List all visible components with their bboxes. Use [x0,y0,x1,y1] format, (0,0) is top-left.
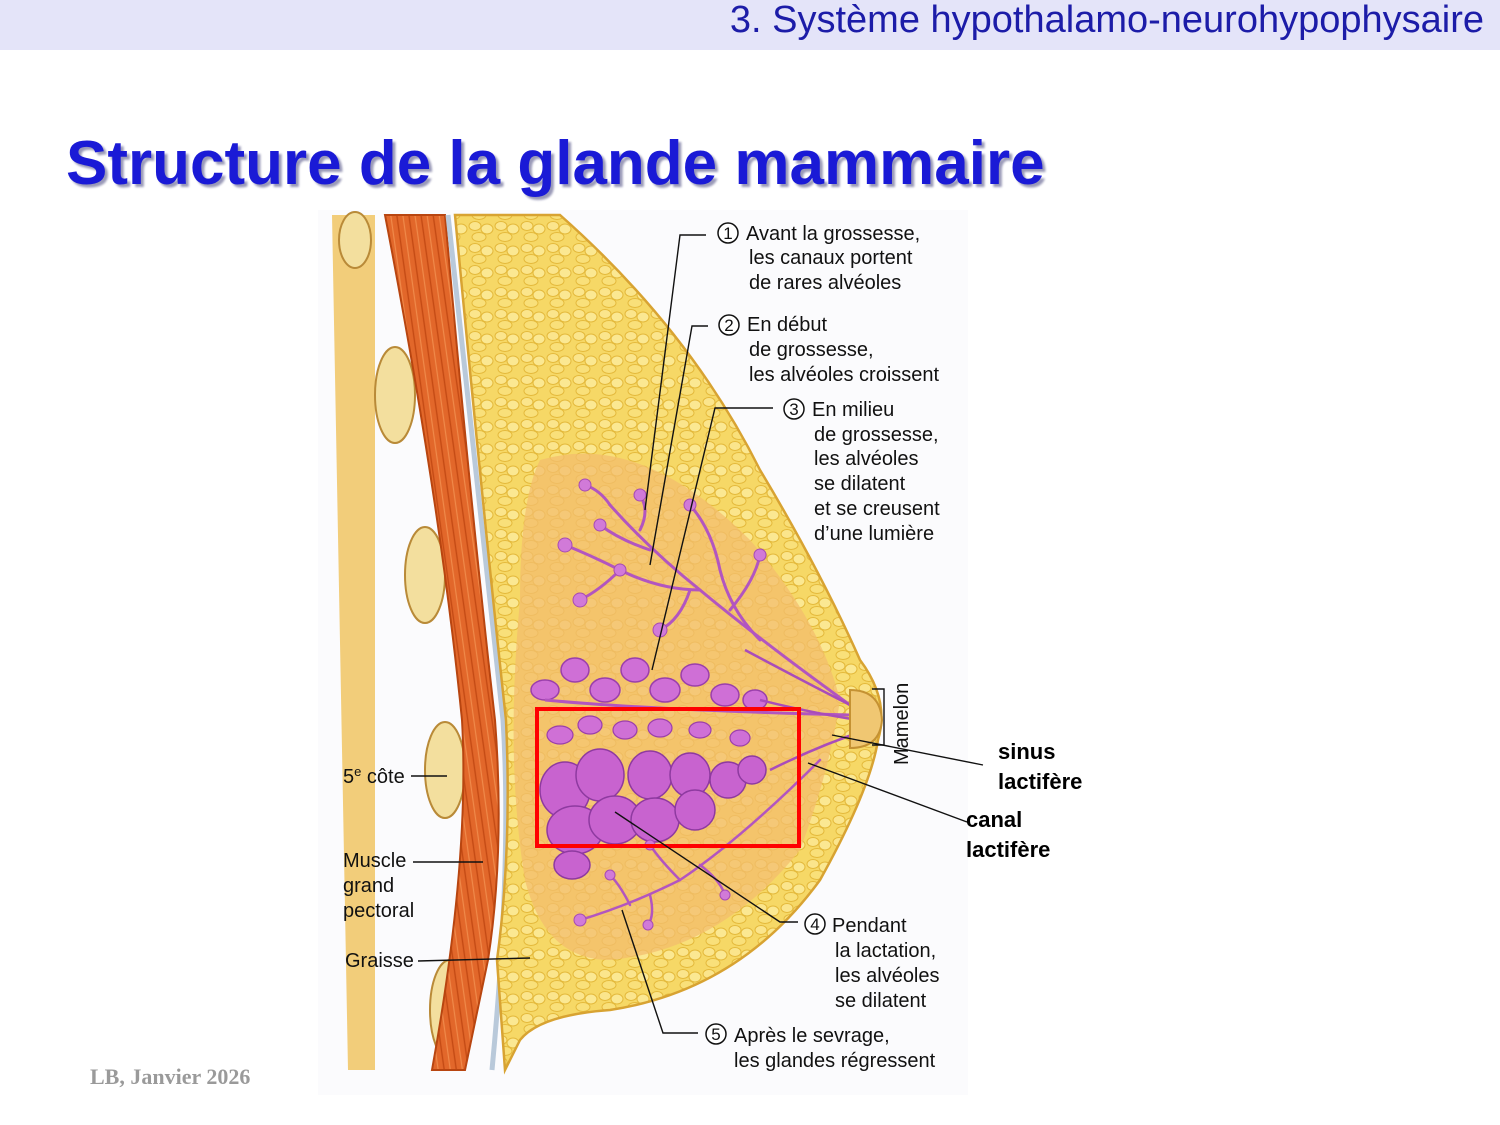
svg-text:de grossesse,: de grossesse, [749,339,874,361]
svg-text:se dilatent: se dilatent [814,473,906,495]
svg-text:5: 5 [711,1025,720,1044]
sinus-lactifere-label: sinus lactifère [998,739,1082,794]
svg-text:grand: grand [343,875,394,897]
alveoli-upper-lobe [546,715,751,747]
stage-3-label: En milieu de grossesse, les alvéoles se … [812,399,940,545]
stage-5-label: Après le sevrage, les glandes régressent [734,1025,936,1072]
svg-text:Mamelon: Mamelon [891,683,913,765]
slide-title: Structure de la glande mammaire [66,129,1045,198]
stage-1-marker: 1 [717,222,739,244]
muscle-label: Muscle grand pectoral [343,850,483,922]
canal-leader [807,762,968,823]
svg-text:3: 3 [789,400,798,419]
stage-2-marker: 2 [718,314,740,336]
svg-text:de rares alvéoles: de rares alvéoles [749,272,901,294]
stage-4-label: Pendant la lactation, les alvéoles se di… [832,915,940,1012]
svg-text:Muscle: Muscle [343,850,406,872]
svg-text:Avant la grossesse,: Avant la grossesse, [746,223,920,245]
svg-text:Graisse: Graisse [345,950,414,972]
stage-1-label: Avant la grossesse, les canaux portent d… [746,223,920,294]
alveoli-small [557,478,767,638]
svg-text:sinus: sinus [998,739,1055,764]
svg-text:de grossesse,: de grossesse, [814,424,939,446]
sinus-leader [831,734,984,766]
svg-text:lactifère: lactifère [966,837,1050,862]
rib-label: 5e côte [343,764,447,788]
chest-wall-strip [332,215,375,1070]
svg-text:les alvéoles: les alvéoles [835,965,940,987]
svg-text:Pendant: Pendant [832,915,907,937]
svg-text:lactifère: lactifère [998,769,1082,794]
alveoli-regressed [573,839,731,931]
alveoli-stage3 [530,657,768,711]
svg-text:4: 4 [810,915,819,934]
stage-2-label: En début de grossesse, les alvéoles croi… [747,314,940,386]
svg-text:les alvéoles croissent: les alvéoles croissent [749,364,940,386]
svg-text:la lactation,: la lactation, [835,940,936,962]
svg-text:Après le sevrage,: Après le sevrage, [734,1025,890,1047]
svg-text:les glandes régressent: les glandes régressent [734,1050,936,1072]
stage-leaders [614,234,798,1034]
stage-5-marker: 5 [705,1023,727,1045]
highlight-box [535,707,801,848]
svg-text:2: 2 [724,316,733,335]
svg-text:pectoral: pectoral [343,900,414,922]
stage-4-marker: 4 [804,913,826,935]
svg-text:En milieu: En milieu [812,399,894,421]
fat-label: Graisse [345,950,531,972]
svg-text:les canaux portent: les canaux portent [749,247,913,269]
section-header: 3. Système hypothalamo-neurohypophysaire [729,0,1484,41]
pectoral-muscle [383,214,500,1071]
nipple-label: Mamelon [872,683,913,765]
svg-text:canal: canal [966,807,1022,832]
svg-text:se dilatent: se dilatent [835,990,927,1012]
footer-credit: LB, Janvier 2026 [90,1064,251,1089]
canal-lactifere-label: canal lactifère [966,807,1050,862]
svg-text:5e côte: 5e côte [343,764,405,788]
svg-text:les alvéoles: les alvéoles [814,448,919,470]
svg-text:1: 1 [723,224,732,243]
svg-text:d’une lumière: d’une lumière [814,523,934,545]
nipple [849,688,884,750]
svg-text:et se creusent: et se creusent [814,498,940,520]
svg-text:En début: En début [747,314,828,336]
stage-3-marker: 3 [783,398,805,420]
header-band [0,0,1500,50]
